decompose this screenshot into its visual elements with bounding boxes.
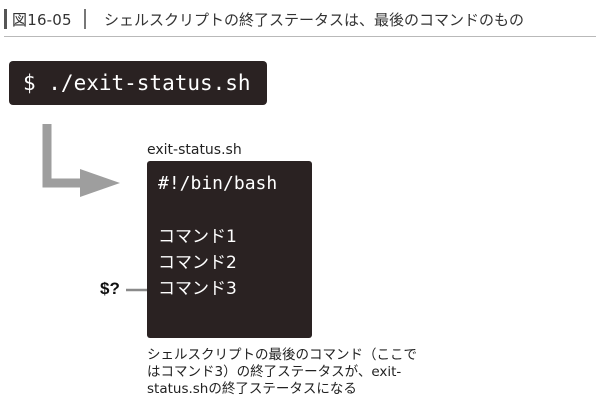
figure-label: 図16-05 (12, 11, 72, 29)
header-left-bar (4, 9, 7, 29)
caption-line-2: はコマンド3）の終了ステータスが、exit- (147, 364, 402, 380)
script-line-command-3: コマンド3 (158, 279, 237, 299)
caption-line-3: status.shの終了ステータスになる (147, 381, 357, 397)
script-shebang: #!/bin/bash (158, 173, 278, 194)
exit-status-variable-label: $? (100, 279, 120, 298)
script-line-command-1: コマンド1 (158, 227, 237, 247)
header-divider-bar (84, 9, 86, 29)
command-text: $ ./exit-status.sh (23, 71, 251, 95)
figure-header: 図16-05 シェルスクリプトの終了ステータスは、最後のコマンドのもの (4, 6, 596, 37)
script-terminal-box: #!/bin/bash コマンド1 コマンド2 コマンド3 (147, 161, 312, 338)
script-filename-label: exit-status.sh (147, 142, 242, 158)
figure-title: シェルスクリプトの終了ステータスは、最後のコマンドのもの (104, 11, 525, 29)
diagram-caption: シェルスクリプトの最後のコマンド（ここで はコマンド3）の終了ステータスが、ex… (147, 347, 477, 398)
flow-arrow-shaft (42, 124, 82, 188)
command-terminal-box: $ ./exit-status.sh (9, 61, 267, 105)
script-line-command-2: コマンド2 (158, 253, 237, 273)
flow-arrow-head (80, 169, 120, 197)
caption-line-1: シェルスクリプトの最後のコマンド（ここで (147, 347, 417, 363)
